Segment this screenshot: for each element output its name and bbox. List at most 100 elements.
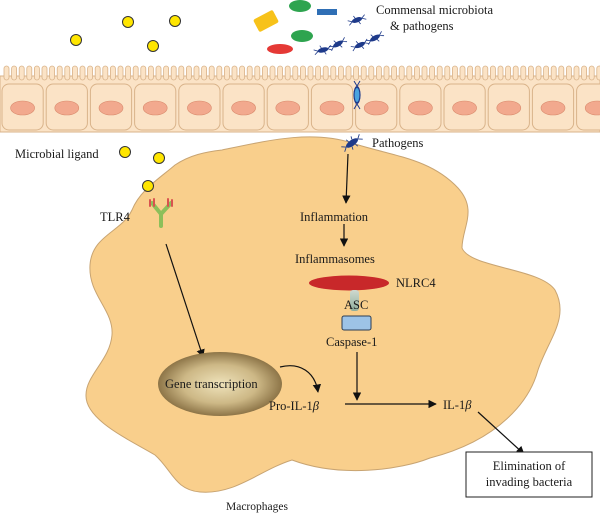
microvillus [125,65,131,81]
microvillus [596,65,600,81]
microvillus [140,65,147,81]
microvillus [147,65,154,81]
arrow-pathogens-to-inflammation [342,153,351,204]
microvillus [360,65,367,81]
macrophage-cell [85,136,561,493]
microvillus [64,65,71,81]
microvillus [413,65,420,81]
cell-nucleus-icon [452,100,477,116]
microvillus [337,65,344,81]
nlrc4-label: NLRC4 [396,276,436,290]
microvillus [383,65,390,81]
elimination-label-line2: invading bacteria [486,475,573,489]
ligand-dot-icon [119,146,131,158]
microbiota-label-line1: Commensal microbiota [376,3,493,17]
microvillus [315,65,322,81]
pathogen-cluster [313,14,385,56]
red-microbe-icon [267,44,293,54]
tlr4-label: TLR4 [100,210,131,224]
microvillus [467,65,474,81]
microvillus [421,65,428,81]
microvillus [277,65,284,81]
inflammation-label: Inflammation [300,210,369,224]
microvillus [573,65,580,81]
microvillus [512,65,519,81]
microvillus [299,65,306,81]
microvillus [132,65,139,81]
cell-nucleus-icon [408,100,433,116]
microvillus [482,65,489,81]
microvillus [223,65,230,81]
microvillus [292,65,299,81]
ligand-dot-icon [169,15,181,27]
cell-nucleus-icon [363,100,389,116]
microvillus [41,65,48,81]
microvillus [459,65,466,81]
microvillus [72,65,78,81]
microbiota-label-line2: & pathogens [390,19,454,33]
microvillus [231,65,238,81]
microvillus [451,65,458,81]
microvillus [3,65,10,81]
arrow-il1b-to-elimination [477,411,525,455]
tlr4-receptor-icon [149,198,173,228]
elimination-box [465,451,593,498]
microvillus [558,65,565,81]
microvillus [406,65,413,81]
ligand-dot-icon [122,16,134,28]
microvillus [102,65,109,81]
microvillus [56,65,63,81]
pathogen-icon [347,14,367,26]
microvillus [163,65,170,81]
pro-il1b-label: Pro-IL-1β [269,399,320,413]
pathogen-icon [350,38,370,52]
il1b-label: IL-1β [443,398,472,412]
microvillus [489,65,496,81]
cell-nucleus-icon [275,100,301,116]
gene-transcription-label: Gene transcription [165,377,258,391]
pathway-arrows [165,153,525,455]
microbiota-cluster [253,0,385,56]
microvillus [307,65,314,81]
microvillus [94,65,101,81]
microvillus [429,65,436,81]
pathogen-icon [341,134,363,152]
blue-rod-microbe-icon [317,9,337,15]
asc-label: ASC [344,298,368,312]
cell-nucleus-icon [540,100,566,116]
ligand-cluster-top [70,15,181,52]
microvillus [581,65,587,81]
microvillus [246,65,253,81]
microvillus [474,65,481,81]
pathogen-icon [365,31,385,45]
ligand-dot-icon [70,34,82,46]
microvillus [566,65,572,81]
ligand-dot-icon [153,152,165,164]
microvillus [444,65,451,81]
cell-nucleus-icon [98,100,124,116]
pathogens-label: Pathogens [372,136,424,150]
microvillus [436,65,443,81]
cell-nucleus-icon [584,100,600,116]
microvillus [261,65,268,81]
asc-adaptor-icon [350,290,359,311]
microvillus [520,65,527,81]
elimination-label-line1: Elimination of [493,459,566,473]
macrophages-label: Macrophages [226,501,288,513]
microvillus [368,65,375,81]
pathogen-icon [313,44,333,56]
microvillus [505,65,512,81]
cell-nucleus-icon [231,100,256,116]
microvillus [155,65,162,81]
microvillus [208,65,215,81]
microvillus [345,65,352,81]
microvillus [34,65,40,81]
microvillus [170,65,177,81]
ligand-dot-icon [147,40,159,52]
microvillus [178,65,185,81]
nlrc4-complex-icon [309,275,389,291]
arrow-tlr4-to-nucleus [165,243,205,358]
microvillus [254,65,261,81]
